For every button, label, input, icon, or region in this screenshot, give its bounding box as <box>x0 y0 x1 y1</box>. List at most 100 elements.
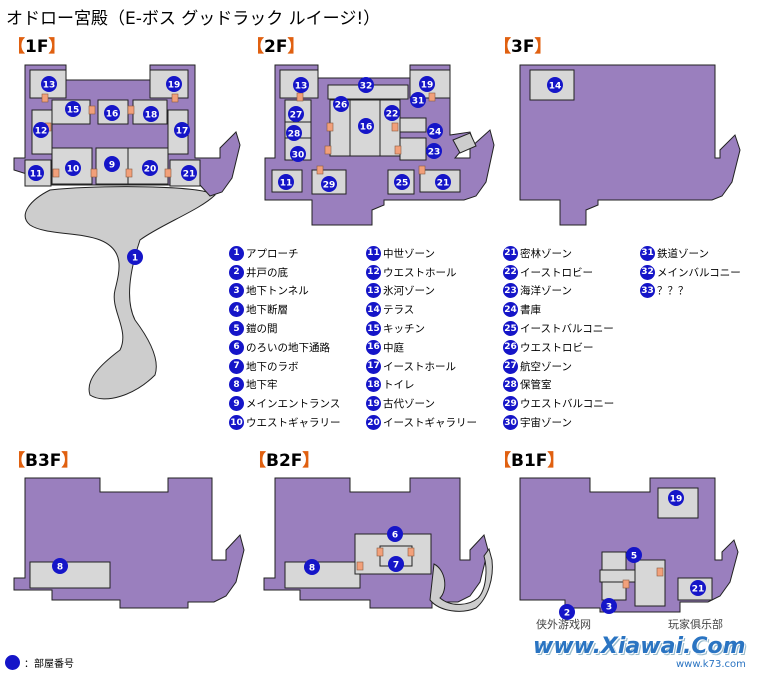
door <box>622 579 630 589</box>
room-marker: 19 <box>419 76 435 92</box>
room-number-icon: 1 <box>229 245 244 261</box>
room-number-icon: 18 <box>366 377 381 393</box>
room-number: 8 <box>57 563 63 573</box>
room-marker: 26 <box>333 96 349 112</box>
room-number-icon: 24 <box>503 302 518 318</box>
room-number-icon: 20 <box>366 415 381 431</box>
room-number-icon: 5 <box>229 321 244 337</box>
room-number: 13 <box>295 82 308 92</box>
room-marker: 22 <box>384 105 400 121</box>
room-number: 16 <box>106 110 119 120</box>
room-marker-icon <box>181 165 197 181</box>
room-number: 26 <box>335 101 348 111</box>
room-marker-icon <box>427 123 443 139</box>
room-marker: 11 <box>278 174 294 190</box>
room-number-icon: 4 <box>229 302 244 318</box>
room-number-icon: 17 <box>366 358 381 374</box>
room-marker-icon <box>387 526 403 542</box>
watermark-url: www.k73.com <box>676 659 746 670</box>
room-number-icon: 15 <box>366 321 381 337</box>
room-marker: 25 <box>394 174 410 190</box>
room-marker: 32 <box>358 77 374 93</box>
tunnel-b2f <box>429 547 493 612</box>
room-marker-icon <box>104 105 120 121</box>
room-marker: 21 <box>435 174 451 190</box>
room-marker-icon <box>321 176 337 192</box>
door <box>324 145 332 155</box>
room-number-icon: 27 <box>503 358 518 374</box>
room-marker: 18 <box>143 106 159 122</box>
room-number: 1 <box>132 254 138 264</box>
room-number-icon: 28 <box>503 377 518 393</box>
room-number: 22 <box>386 110 399 120</box>
room-number: 21 <box>437 179 450 189</box>
room-marker-icon <box>278 174 294 190</box>
room-marker-icon <box>5 655 20 670</box>
room-number-icon: 30 <box>503 415 518 431</box>
room-marker: 10 <box>65 160 81 176</box>
room-marker-icon <box>142 160 158 176</box>
room-number: 19 <box>421 81 434 91</box>
door <box>90 168 98 178</box>
room-marker: 2 <box>559 604 575 620</box>
door <box>88 105 96 115</box>
room-number: 3 <box>606 603 612 613</box>
room-marker: 14 <box>547 77 563 93</box>
room-marker: 11 <box>28 165 44 181</box>
room-marker: 15 <box>65 101 81 117</box>
door <box>127 105 135 115</box>
room-marker: 8 <box>52 558 68 574</box>
room-number: 31 <box>412 97 425 107</box>
door <box>376 547 384 557</box>
room-marker: 21 <box>181 165 197 181</box>
room-marker-icon <box>288 106 304 122</box>
page-title: オドロー宮殿（E-ボス グッドラック ルイージ!） <box>6 9 381 29</box>
floor-label-b2f: 【B2F】 <box>249 451 320 471</box>
room-marker-icon <box>384 105 400 121</box>
room-number-icon: 33 <box>640 283 655 299</box>
room-marker: 16 <box>104 105 120 121</box>
room-number-icon: 16 <box>366 339 381 355</box>
room-number: 14 <box>549 82 562 92</box>
room <box>29 69 67 99</box>
room-number: 23 <box>428 148 441 158</box>
room-number-icon: 31 <box>640 245 655 261</box>
watermark-logo: www.Xiawai.Com <box>533 634 746 659</box>
room-marker-icon <box>601 598 617 614</box>
room-marker-icon <box>166 76 182 92</box>
room-number: 28 <box>288 130 301 140</box>
room-marker: 27 <box>288 106 304 122</box>
room-number: 19 <box>670 495 683 505</box>
map-key: ：部屋番号 <box>5 655 74 670</box>
room-marker: 19 <box>166 76 182 92</box>
room-number-icon: 13 <box>366 283 381 299</box>
watermark-site-name: 侠外游戏网 <box>536 618 591 631</box>
room-marker-icon <box>333 96 349 112</box>
room-marker-icon <box>127 249 143 265</box>
room-marker: 12 <box>33 122 49 138</box>
room-number-icon: 2 <box>229 264 244 280</box>
room <box>284 561 361 589</box>
room-number: 15 <box>67 106 80 116</box>
room-marker: 30 <box>290 146 306 162</box>
room-marker-icon <box>52 558 68 574</box>
room-number: 7 <box>393 561 399 571</box>
room-marker-icon <box>65 160 81 176</box>
room-marker: 7 <box>388 556 404 572</box>
